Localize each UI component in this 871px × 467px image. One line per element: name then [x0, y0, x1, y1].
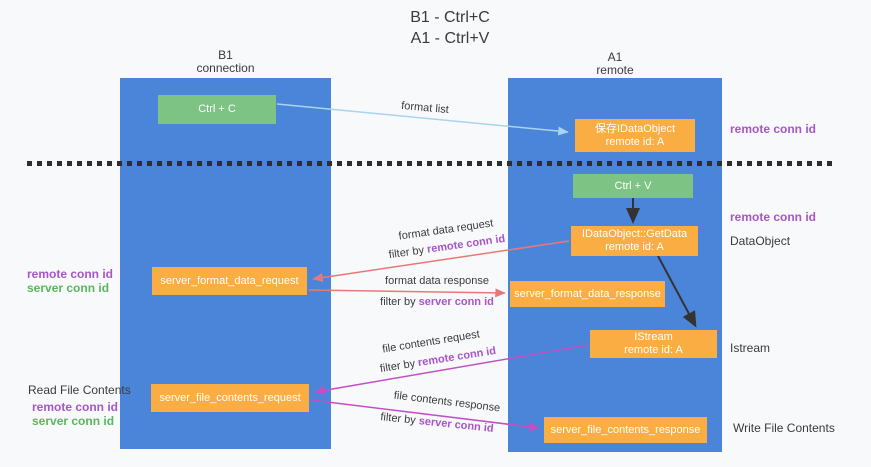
edge-label-file-contents-response-filter: filter by server conn id [380, 411, 494, 435]
lifeline-header-b1: B1 connection [120, 49, 331, 75]
node-istream-line2: remote id: A [624, 344, 683, 356]
lifeline-a1-role: remote [596, 63, 634, 77]
filter-by-text: filter by [380, 296, 419, 308]
edge-label-format-data-response: format data response [385, 275, 489, 287]
side-label-conn-ids-upper: remote conn id server conn id [27, 267, 113, 295]
node-istream: IStream remote id: A [590, 330, 717, 358]
node-save-idataobject-line1: 保存IDataObject [594, 122, 676, 135]
node-save-idataobject-line2: remote id: A [605, 135, 665, 148]
side-label-server-conn-id-left-1: server conn id [27, 281, 110, 295]
title-line-2: A1 - Ctrl+V [410, 30, 490, 47]
node-server-format-data-request-label: server_format_data_request [160, 274, 299, 287]
filter-key-server-conn-id: server conn id [418, 415, 495, 435]
node-ctrl-c-label: Ctrl + C [198, 103, 236, 115]
node-server-format-data-response-label: server_format_data_response [514, 287, 661, 300]
phase-separator-dashed-line [27, 161, 833, 166]
node-idataobject-getdata: IDataObject::GetData remote id: A [571, 226, 698, 256]
node-istream-line1: IStream [634, 331, 673, 343]
side-label-conn-ids-lower: remote conn id server conn id [32, 400, 118, 428]
title-line-1: B1 - Ctrl+C [410, 9, 490, 26]
filter-key-remote-conn-id: remote conn id [417, 344, 497, 370]
diagram-title: B1 - Ctrl+C A1 - Ctrl+V [330, 7, 570, 49]
lifeline-header-a1: A1 remote [508, 51, 722, 77]
filter-key-server-conn-id: server conn id [418, 296, 494, 308]
arrow-format-data-response [308, 288, 506, 298]
side-label-istream: Istream [730, 341, 771, 355]
node-server-format-data-response: server_format_data_response [510, 281, 665, 307]
filter-by-text: filter by [388, 243, 428, 262]
side-label-read-file-contents: Read File Contents [28, 383, 131, 397]
edge-label-format-data-response-filter: filter by server conn id [380, 296, 494, 308]
node-server-file-contents-response: server_file_contents_response [544, 417, 707, 443]
side-label-server-conn-id-left-2: server conn id [32, 414, 115, 428]
side-label-write-file-contents: Write File Contents [733, 421, 835, 435]
node-idataobject-getdata-line2: remote id: A [605, 241, 664, 253]
side-label-remote-conn-id-left-2: remote conn id [32, 400, 119, 414]
node-server-file-contents-request-label: server_file_contents_request [159, 391, 301, 404]
lifeline-b1-name: B1 [218, 48, 233, 62]
node-ctrl-v: Ctrl + V [573, 174, 693, 198]
node-server-file-contents-request: server_file_contents_request [151, 384, 309, 412]
node-server-format-data-request: server_format_data_request [152, 267, 307, 295]
edge-label-file-contents-response: file contents response [393, 389, 501, 415]
node-ctrl-c: Ctrl + C [158, 95, 276, 124]
side-label-dataobject: DataObject [730, 234, 791, 248]
filter-by-text: filter by [379, 411, 420, 428]
side-label-remote-conn-id-top: remote conn id [730, 122, 817, 136]
lifeline-b1-role: connection [196, 61, 255, 75]
side-label-remote-conn-id-left-1: remote conn id [27, 267, 114, 281]
node-save-idataobject: 保存IDataObject remote id: A [575, 119, 695, 152]
filter-by-text: filter by [379, 357, 420, 376]
node-server-file-contents-response-label: server_file_contents_response [550, 423, 701, 436]
node-idataobject-getdata-line1: IDataObject::GetData [581, 228, 688, 240]
lifeline-a1-name: A1 [607, 50, 623, 64]
edge-label-format-list: format list [400, 99, 450, 117]
node-ctrl-v-label: Ctrl + V [614, 179, 652, 192]
side-label-remote-conn-id-middle: remote conn id [730, 210, 817, 224]
